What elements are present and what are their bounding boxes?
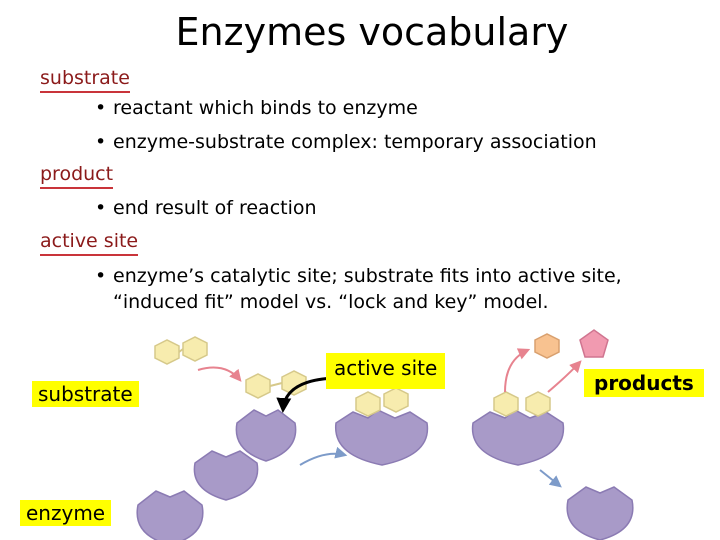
label-active-site: active site <box>326 353 446 389</box>
slide-title: Enzymes vocabulary <box>175 10 569 54</box>
arrow-product-release-left <box>504 348 531 393</box>
label-enzyme: enzyme <box>20 500 112 526</box>
bullet-dot: • <box>95 131 107 153</box>
product-molecule-orange <box>534 333 560 359</box>
arrow-product-release-right <box>547 360 582 393</box>
bullet-text: reactant which binds to enzyme <box>113 97 418 119</box>
label-substrate: substrate <box>32 381 139 407</box>
term-active-site: active site <box>40 229 139 256</box>
bullet-text: enzyme-substrate complex: temporary asso… <box>113 131 597 153</box>
enzyme-shape-3 <box>471 409 565 466</box>
bullet-active-site-definition: • enzyme’s catalytic site; substrate fit… <box>95 263 622 289</box>
enzyme-shape-bottom-right <box>566 486 634 540</box>
substrate-molecule-approaching <box>245 370 307 399</box>
arrow-enzyme-recycle <box>299 446 348 466</box>
bullet-enzyme-substrate-complex: • enzyme-substrate complex: temporary as… <box>95 129 597 155</box>
term-product: product <box>40 162 114 189</box>
bullet-product-definition: • end result of reaction <box>95 195 317 221</box>
arrow-enzyme-free <box>539 469 562 488</box>
enzyme-substrate-complex <box>335 409 429 466</box>
bullet-dot: • <box>95 265 107 287</box>
bullet-text: “induced fit” model vs. “lock and key” m… <box>113 291 549 313</box>
bullet-active-site-continuation: “induced fit” model vs. “lock and key” m… <box>113 289 549 315</box>
bullet-text: enzyme’s catalytic site; substrate fits … <box>113 265 622 287</box>
bullet-dot: • <box>95 97 107 119</box>
product-molecule-pink <box>579 329 609 358</box>
bullet-substrate-definition: • reactant which binds to enzyme <box>95 95 418 121</box>
enzyme-reaction-diagram <box>136 329 634 540</box>
bullet-text: end result of reaction <box>113 197 317 219</box>
enzyme-shape-bottom-middle <box>193 450 259 501</box>
label-products: products <box>584 369 704 397</box>
substrate-molecule-free <box>154 336 208 365</box>
enzyme-shape-bottom-left <box>136 490 204 540</box>
bullet-dot: • <box>95 197 107 219</box>
arrow-substrate-to-enzyme <box>197 366 242 382</box>
enzyme-shape-1 <box>235 409 297 462</box>
term-substrate: substrate <box>40 66 130 93</box>
